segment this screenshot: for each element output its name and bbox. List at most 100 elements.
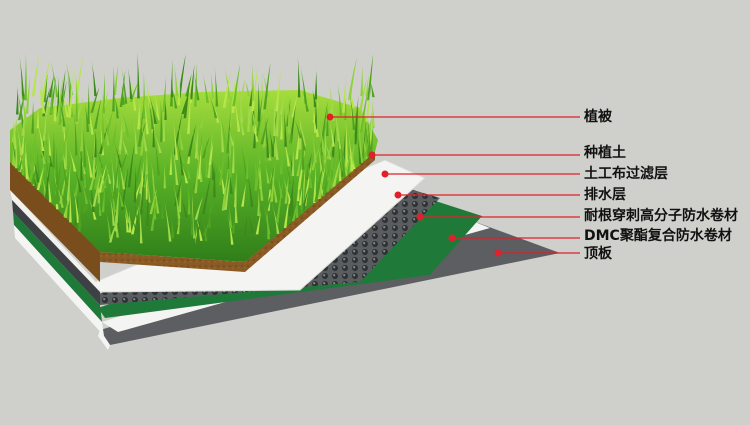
grass-blade [111,158,116,192]
grass-blade [131,204,140,235]
grass-blade [342,73,347,113]
grass-blade [241,183,246,207]
grass-blade [254,149,263,189]
grass-blade [36,105,40,129]
grass-blade [187,145,191,164]
grass-blade [121,64,128,104]
grass-blade [330,140,334,166]
grass-blade [183,77,191,119]
grass-blade [279,140,283,175]
grass-blade [199,107,207,129]
grass-blade [178,144,185,163]
grass-blade [296,174,300,202]
grass-blade [74,169,81,197]
grass-blade [250,102,257,134]
grass-blade [245,152,249,180]
grass-blade [295,120,301,160]
grass-blade [189,64,195,100]
grass-blade [275,90,280,137]
grass-blade [263,62,271,110]
grass-blade [283,194,290,228]
grass-blade [316,140,324,175]
grass-blade [146,181,149,226]
grass-blade [160,99,163,142]
grass-blade [99,87,110,124]
grass-blade [231,210,235,234]
grass-blade [249,88,252,107]
grass-blade [275,179,284,224]
grass-blade [187,91,191,134]
grass-blade [285,161,292,184]
grass-blade [96,154,103,189]
grass-blade [208,141,214,165]
grass-blade [194,125,199,159]
grass-blade [198,134,202,175]
grass-blade [222,69,232,108]
grass-blade [219,106,225,153]
grass-blade [97,193,102,216]
grass-blade [299,63,308,104]
layer-dmc-membrane-edge [98,330,110,350]
grass-blade [275,70,281,112]
grass-blade [169,151,172,175]
grass-blade [82,125,87,167]
grass-blade [330,148,339,189]
edge-dark-stripe [12,200,100,305]
grass-blade [114,195,118,232]
grass-blade [257,81,261,122]
grass-blade [142,88,149,135]
grass-blade [22,154,26,177]
label-drainage: 排水层 [584,187,626,203]
grass-blade [41,139,45,158]
grass-blade [25,148,34,171]
grass-blade [194,62,197,107]
grass-blade [37,140,46,164]
edge-white-stripe [10,190,100,292]
grass-blade [60,87,69,118]
grass-blade [359,86,369,133]
grass-blade [209,165,217,213]
grass-blade [326,162,333,192]
grass-blade [128,210,132,233]
grass-blade [303,160,313,206]
grass-blade [190,199,194,236]
grass-blade [314,94,318,130]
grass-blade [139,158,145,194]
grass-blade [101,186,105,213]
grass-blade [119,150,128,173]
grass-blade [251,61,255,101]
grass-blade [213,160,216,198]
grass-blade [72,183,80,223]
grass-blade [327,76,335,121]
grass-blade [369,124,374,155]
grass-blade [232,63,241,107]
grass-blade [100,167,110,193]
grass-blade [296,111,307,147]
grass-blade [251,107,257,132]
grass-blade [194,216,202,245]
grass-blade [318,156,325,199]
grass-blade [197,140,202,180]
grass-blade [296,118,306,151]
grass-blade [15,121,23,156]
grass-blade [366,114,373,135]
grass-blade [176,214,180,235]
grass-blade [298,116,302,150]
marker-dmc-membrane [448,234,456,242]
grass-blade [232,87,241,132]
grass-blade [74,166,82,193]
grass-blade [53,79,57,122]
grass-blade [40,59,50,104]
label-planting-soil: 种植土 [584,145,626,161]
grass-blade [137,51,140,99]
grass-blade [214,66,219,107]
grass-blade [312,106,317,133]
grass-blades [10,51,375,245]
grass-blade [203,220,208,241]
grass-blade [228,138,232,178]
grass-blade [176,119,184,150]
grass-blade [180,162,189,184]
grass-blade [129,72,137,111]
grass-blade [287,93,291,134]
grass-blade [269,127,275,157]
